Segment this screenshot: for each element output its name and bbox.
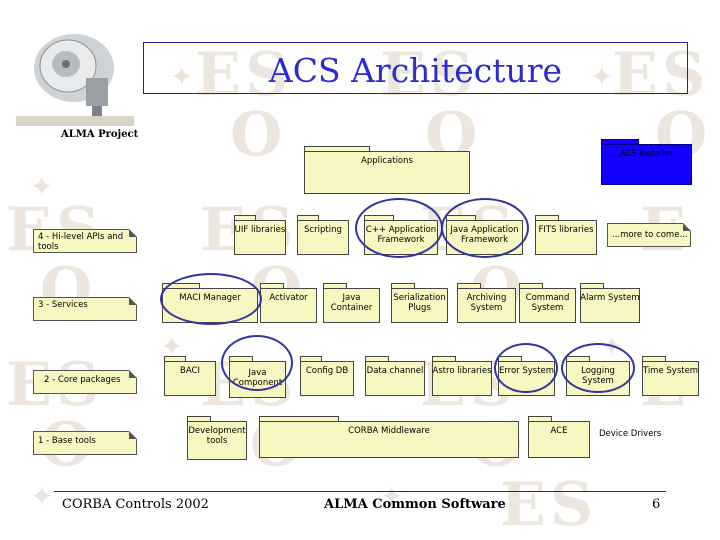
note-label: 1 - Base tools [38,436,96,446]
note-label: 2 - Core packages [44,375,121,385]
package-label: CORBA Middleware [348,426,430,436]
package-label: Logging System [581,366,615,386]
package-java-container: Java Container [323,283,380,323]
note-layer-3: 3 - Services [33,297,137,321]
title-frame: ACS Architecture [143,42,688,94]
package-command-system: Command System [519,283,576,323]
package-java-component: Java Component [229,356,286,398]
label-device-drivers: Device Drivers [599,429,662,439]
package-acs-installer: ACS installer [601,139,692,185]
package-logging-system: Logging System [566,356,630,396]
note-layer-2: 2 - Core packages [33,370,137,394]
package-label: ACE [550,426,568,436]
package-label: BACI [180,366,200,376]
package-applications: Applications [304,146,470,194]
footer-center: ALMA Common Software [324,497,506,512]
note-layer-1: 1 - Base tools [33,431,137,455]
package-baci: BACI [164,356,216,396]
project-label: ALMA Project [61,129,139,140]
package-label: Java Application Framework [450,225,519,245]
package-fits-libraries: FITS libraries [535,215,597,255]
note-label: 4 - Hi-level APIs and tools [38,232,124,252]
package-label: Astro libraries [432,366,492,376]
package-label: UIF libraries [234,225,286,235]
package-label: Activator [269,293,308,303]
package-data-channel: Data channel [365,356,425,396]
note-label: 3 - Services [38,300,88,310]
package-ace: ACE [528,416,590,458]
package-label: Scripting [304,225,342,235]
package-label: Java Component [232,368,283,388]
package-uif-libraries: UIF libraries [234,215,286,255]
package-label: Command System [525,293,570,313]
package-activator: Activator [260,283,317,323]
page-number: 6 [652,497,661,512]
package-label: Config DB [305,366,349,376]
package-label: Development tools [188,426,246,446]
package-label: Data channel [366,366,424,376]
package-development-tools: Development tools [187,416,247,460]
package-label: C++ Application Framework [365,225,437,245]
package-label: ACS installer [619,149,674,159]
footer-rule [54,491,666,492]
package-label: Java Container [330,293,373,313]
package-label: Serialization Plugs [393,293,446,313]
antenna-image [16,34,134,126]
package-alarm-system: Alarm System [580,283,640,323]
page-title: ACS Architecture [268,51,563,90]
package-error-system: Error System [498,356,555,396]
note-more-to-come: ...more to come... [607,223,691,247]
package-label: Archiving System [466,293,507,313]
package-label: Time System [642,366,699,376]
package-astro-libraries: Astro libraries [432,356,492,396]
note-layer-4: 4 - Hi-level APIs and tools [33,229,137,253]
package-time-system: Time System [642,356,699,396]
package-java-application-framework: Java Application Framework [446,215,523,255]
package-serialization-plugs: Serialization Plugs [391,283,448,323]
package-label: MACI Manager [179,293,241,303]
note-label: ...more to come... [612,230,688,240]
package-label: FITS libraries [538,225,594,235]
package-cpp-application-framework: C++ Application Framework [364,215,438,255]
package-maci-manager: MACI Manager [162,283,258,323]
package-label: Alarm System [580,293,640,303]
package-config-db: Config DB [300,356,354,396]
footer-left: CORBA Controls 2002 [62,497,209,512]
package-scripting: Scripting [297,215,349,255]
package-corba-middleware: CORBA Middleware [259,416,519,458]
package-label: Error System [498,366,555,376]
package-label: Applications [361,156,413,166]
package-archiving-system: Archiving System [457,283,516,323]
